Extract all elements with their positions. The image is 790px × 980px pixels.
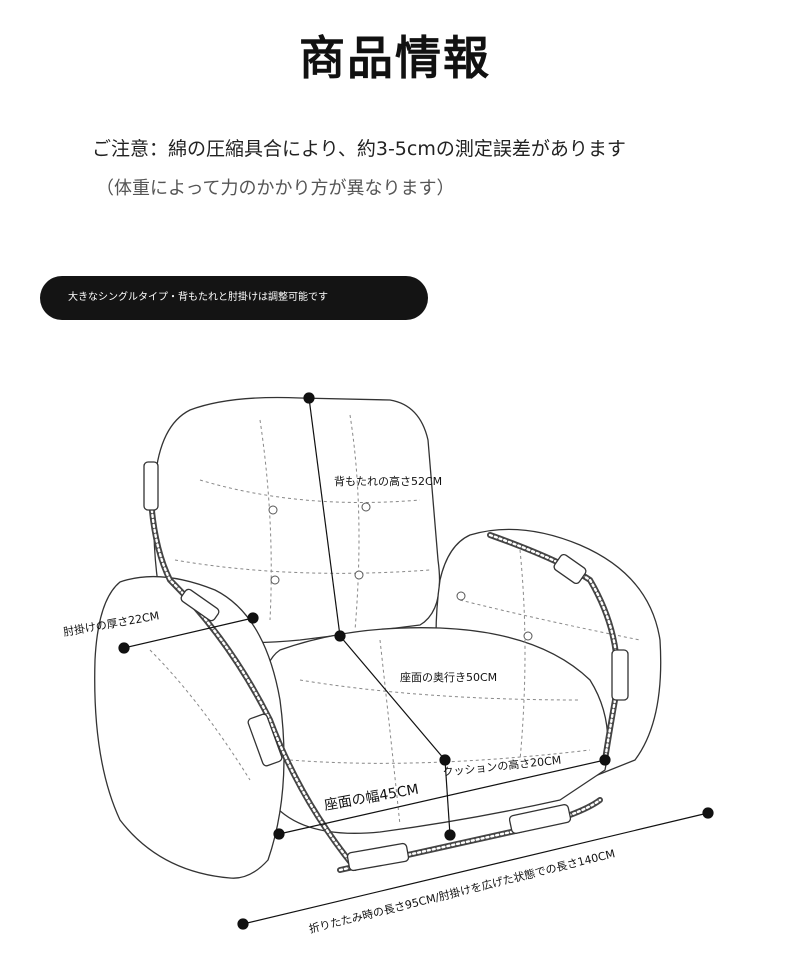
seat-depth-label: 座面の奥行き50CM [400,670,497,684]
left-armrest-cushion [94,575,285,879]
measurement-notice: ご注意：綿の圧縮具合により、約3-5cmの測定誤差があります [92,138,626,160]
page-title: 商品情報 [299,31,491,85]
measurement-notice-sub: （体重によって力のかかり方が異なります） [96,178,455,199]
feature-badge: 大きなシングルタイプ・背もたれと肘掛けは調整可能です [40,276,428,320]
backrest-height-label: 背もたれの高さ52CM [334,474,442,488]
